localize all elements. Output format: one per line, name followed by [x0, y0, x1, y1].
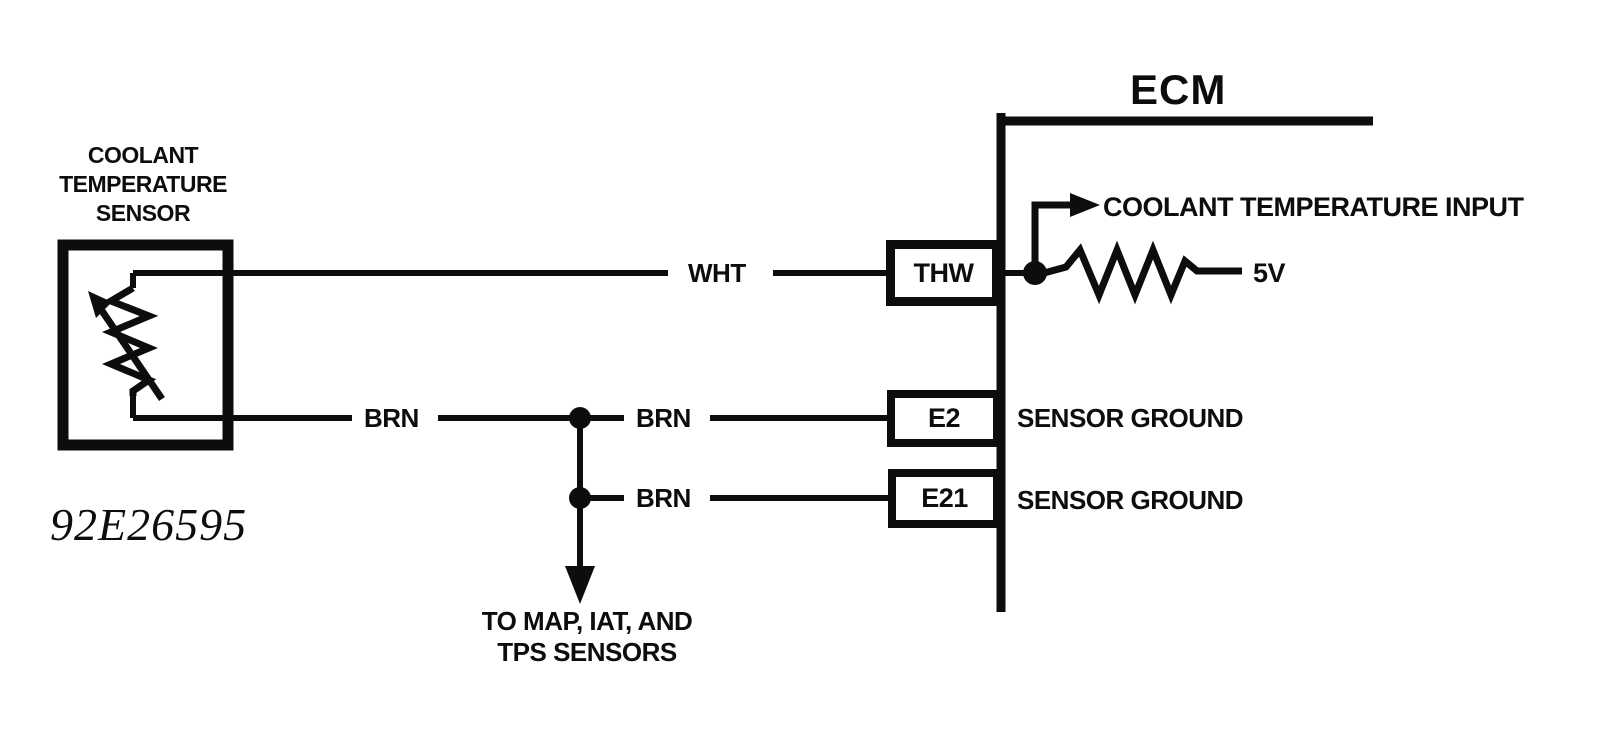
sensor-name-line3: SENSOR: [95, 200, 191, 226]
arrow-right-icon: [1031, 193, 1100, 273]
sensor-name-line1: COOLANT: [87, 142, 199, 168]
wire-label-brn-3: BRN: [636, 483, 691, 513]
sensor-box: [57, 239, 234, 451]
signal-label-sensor-ground-2: SENSOR GROUND: [1017, 485, 1244, 515]
branch-note-line1: TO MAP, IAT, AND: [481, 606, 693, 636]
figure-id: 92E26595: [50, 499, 248, 550]
terminal-label-e2: E2: [927, 403, 961, 433]
wire-label-wht: WHT: [688, 258, 746, 288]
branch-note-line2: TPS SENSORS: [497, 637, 677, 667]
signal-label-coolant-input: COOLANT TEMPERATURE INPUT: [1103, 192, 1524, 222]
junction-dot-icon: [569, 487, 591, 509]
thermistor-icon: [88, 273, 165, 418]
ecm-boundary-line: [996, 113, 1373, 612]
resistor-icon: [1043, 240, 1242, 305]
junction-dot-icon: [569, 407, 591, 429]
terminal-box-e21: E21: [888, 469, 1001, 528]
sensor-name-label: COOLANT TEMPERATURE SENSOR: [30, 141, 256, 228]
branch-wire: [565, 418, 595, 604]
arrow-down-icon: [565, 566, 595, 604]
terminal-box-thw: THW: [886, 240, 1001, 306]
signal-label-sensor-ground-1: SENSOR GROUND: [1017, 403, 1244, 433]
terminal-box-e2: E2: [887, 390, 1001, 447]
terminal-label-thw: THW: [913, 257, 974, 288]
sensor-name-line2: TEMPERATURE: [59, 171, 227, 197]
supply-label-5v: 5V: [1253, 258, 1286, 288]
wire-label-brn-1: BRN: [364, 403, 419, 433]
branch-note: TO MAP, IAT, AND TPS SENSORS: [437, 606, 737, 668]
ecm-title: ECM: [1130, 66, 1227, 113]
terminal-label-e21: E21: [921, 483, 968, 513]
wire-label-brn-2: BRN: [636, 403, 691, 433]
